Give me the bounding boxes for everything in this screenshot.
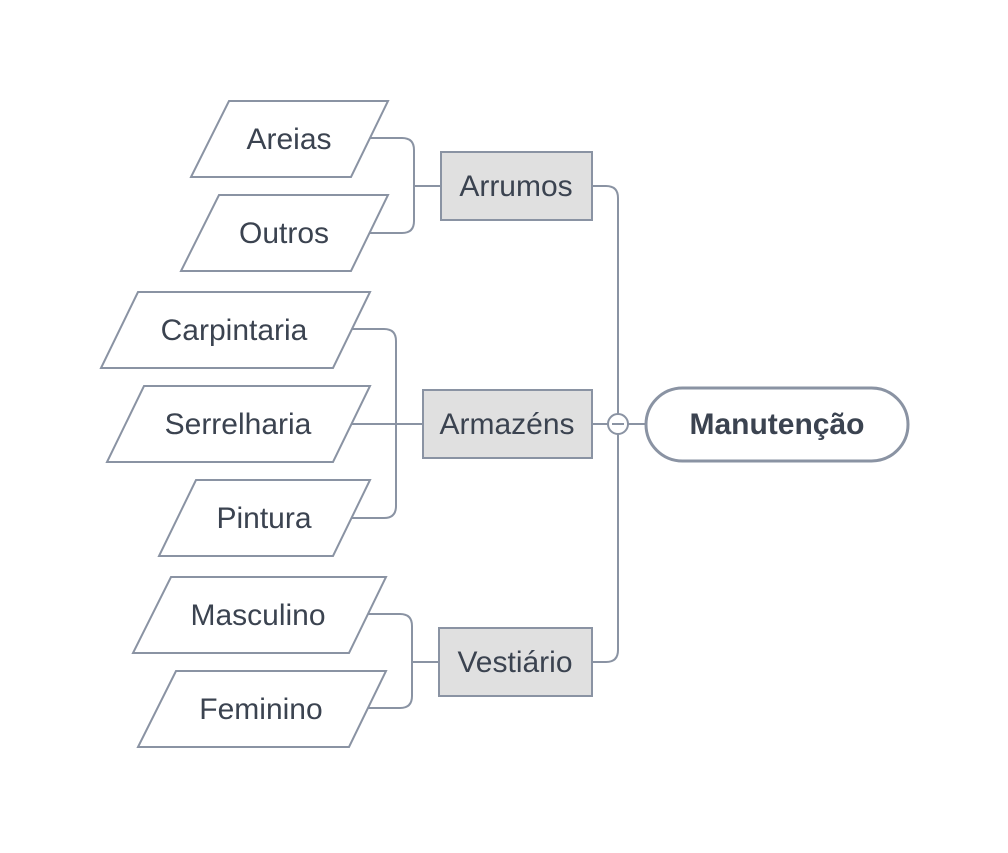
leaf-label: Masculino — [190, 599, 325, 632]
leaf-node-carpintaria[interactable]: Carpintaria — [99, 291, 372, 369]
leaf-node-serrelharia[interactable]: Serrelharia — [105, 385, 372, 463]
leaf-label: Areias — [246, 123, 331, 156]
branch-label: Arrumos — [459, 170, 572, 203]
branch-node-arrumos[interactable]: Arrumos — [440, 151, 593, 221]
leaf-label: Serrelharia — [165, 408, 312, 441]
leaf-node-areias[interactable]: Areias — [189, 100, 390, 178]
root-node[interactable]: Manutenção — [644, 386, 910, 463]
leaf-label: Outros — [239, 217, 329, 250]
branch-node-vestiario[interactable]: Vestiário — [438, 627, 593, 697]
minus-circle-icon[interactable] — [607, 413, 629, 435]
branch-label: Armazéns — [439, 408, 574, 441]
leaf-node-feminino[interactable]: Feminino — [136, 670, 388, 748]
leaf-node-outros[interactable]: Outros — [179, 194, 390, 272]
branch-label: Vestiário — [457, 646, 572, 679]
leaf-label: Carpintaria — [161, 314, 308, 347]
root-label: Manutenção — [689, 408, 864, 441]
leaf-label: Pintura — [216, 502, 311, 535]
branch-node-armazens[interactable]: Armazéns — [422, 389, 593, 459]
leaf-node-masculino[interactable]: Masculino — [131, 576, 388, 654]
leaf-node-pintura[interactable]: Pintura — [157, 479, 372, 557]
leaf-label: Feminino — [199, 693, 322, 726]
